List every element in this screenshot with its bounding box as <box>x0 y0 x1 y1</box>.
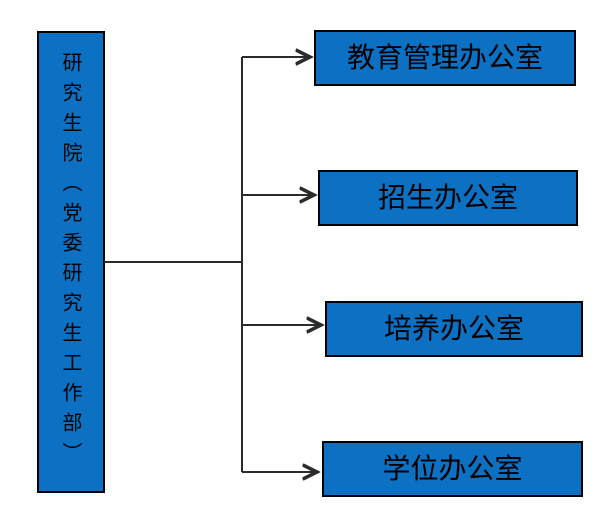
child-node-label: 招生办公室 <box>377 181 518 214</box>
child-node-label: 学位办公室 <box>382 452 523 485</box>
root-node-graduate-school: 研究生院（党委研究生工作部） <box>37 31 105 493</box>
child-node-degree-office: 学位办公室 <box>322 441 583 497</box>
child-node-training-office: 培养办公室 <box>325 301 583 357</box>
child-node-admissions-office: 招生办公室 <box>318 170 578 226</box>
root-node-label: 研究生院（党委研究生工作部） <box>59 52 83 472</box>
child-node-label: 教育管理办公室 <box>346 41 543 74</box>
child-node-education-management-office: 教育管理办公室 <box>314 30 576 86</box>
child-node-label: 培养办公室 <box>383 312 524 345</box>
